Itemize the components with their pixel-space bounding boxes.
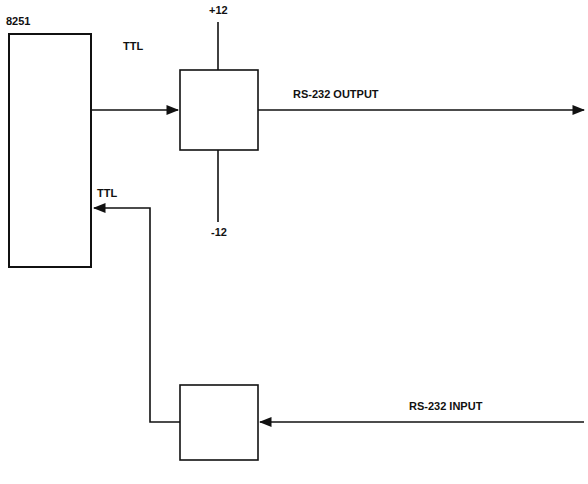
signal-label: -12	[210, 226, 228, 239]
ttl-in-wire	[94, 208, 180, 422]
signal-label: RS-232 OUTPUT	[292, 88, 380, 101]
signal-label: TTL	[96, 187, 118, 200]
signal-label: TTL	[122, 40, 144, 53]
ttl-out-wire	[92, 109, 178, 111]
rs232-in-wire	[260, 421, 584, 423]
rs232-out-wire	[258, 109, 584, 111]
chip-name: 8251	[6, 15, 30, 27]
supply-wire	[217, 150, 219, 222]
signal-label: RS-232 INPUT	[408, 400, 483, 413]
signal-label: +12	[208, 4, 229, 17]
usart-chip: 8251	[8, 33, 92, 268]
line-driver	[180, 70, 258, 150]
supply-wire	[217, 22, 219, 70]
line-receiver	[180, 385, 258, 460]
